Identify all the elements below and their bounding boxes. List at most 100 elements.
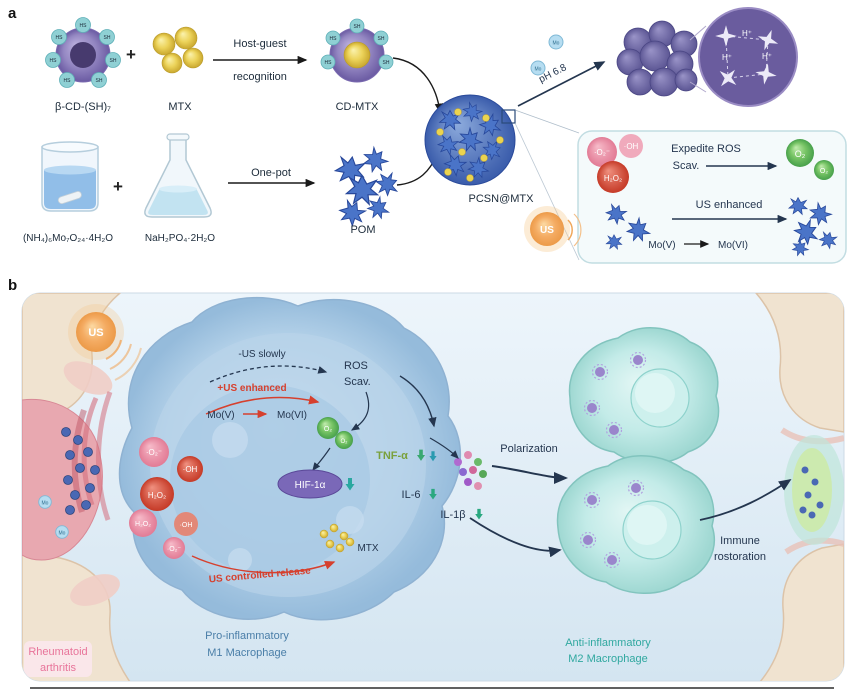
mo-ion-label: Mo — [535, 67, 542, 73]
sh-label: SH — [110, 58, 117, 64]
us-label: US — [88, 327, 103, 339]
polarization-arrows: Polarization — [469, 443, 568, 558]
m1-label-line2: M1 Macrophage — [207, 647, 287, 659]
ros-scav-line2: Scav. — [344, 376, 371, 388]
us-enhanced-label: +US enhanced — [217, 383, 286, 394]
sh-label: SH — [378, 36, 385, 42]
right-joint — [754, 293, 844, 681]
il6-label: IL-6 — [402, 489, 421, 501]
oxygen-label: O₂ — [324, 426, 332, 433]
m2-label-line2: M2 Macrophage — [568, 653, 648, 665]
oxygen-label: O₂ — [820, 168, 828, 175]
beaker: (NH₄)₆Mo₇O₂₄·4H₂O — [23, 141, 113, 244]
step1-line2: recognition — [233, 71, 287, 83]
panel-a: a HS SH SH SH HS HS HS β-CD-(SH)₇ — [8, 5, 847, 264]
zoom-circle: H⁺ H⁺ H⁺ — [689, 7, 798, 107]
hydroxyl-label: ·OH — [180, 522, 193, 529]
mtx-label: MTX — [357, 543, 378, 554]
m1-macrophage: -US slowly +US enhanced Mo(V) Mo(VI) ROS… — [118, 296, 462, 621]
hs-label: HS — [50, 58, 58, 64]
cd-mtx-molecule: SH SH SH HS HS CD-MTX — [320, 18, 394, 113]
panel-a-label: a — [8, 5, 17, 22]
immune-line2: rostoration — [714, 551, 766, 563]
immune-restoration: Immune rostoration — [699, 479, 792, 563]
superoxide-label: ·O₂⁻ — [146, 448, 162, 457]
cytokine-dots — [454, 451, 487, 490]
mo-ion-label: Mo — [59, 531, 66, 537]
m2-label-line1: Anti-inflammatory — [565, 637, 651, 649]
zoom-square — [501, 109, 516, 124]
mo-vi-label: Mo(VI) — [277, 410, 307, 421]
mechanism-inset: ·O₂⁻ ·OH H₂O₂ Expedite ROS Scav. O₂ O₂ U… — [524, 130, 847, 264]
us-source-inset: US — [524, 206, 582, 252]
oxygen-label: O₂ — [795, 149, 806, 159]
sodium-phosphate-label: NaH₂PO₄·2H₂O — [145, 233, 215, 244]
thiol-bubbles: HS SH SH SH HS HS HS — [45, 17, 121, 88]
expedite-line2: Scav. — [673, 160, 700, 172]
mtx-spheres: MTX — [152, 26, 204, 113]
hs-label: HS — [64, 78, 72, 84]
plus-sign: + — [126, 45, 136, 64]
us-enhanced-label: US enhanced — [696, 199, 763, 211]
hs-label: HS — [56, 35, 64, 41]
mo-v-label: Mo(V) — [207, 410, 234, 421]
il1b-label: IL-1β — [440, 509, 465, 521]
cd-mtx-label: CD-MTX — [336, 101, 379, 113]
ra-line1: Rheumatoid — [28, 646, 87, 658]
m2-macrophage-1 — [568, 327, 720, 464]
peroxide-label: H₂O₂ — [135, 521, 151, 528]
sh-label: SH — [383, 60, 390, 66]
step1-line1: Host-guest — [233, 38, 286, 50]
h-bond-label: H⁺ — [762, 52, 772, 61]
m1-ros-bubbles: ·O₂⁻ ·OH H₂O₂ H₂O₂ ·OH ·O₂⁻ — [129, 437, 203, 559]
m1-label-line1: Pro-inflammatory — [205, 630, 289, 642]
pcsn-nanoparticle: PCSN@MTX — [424, 94, 580, 261]
sh-label: SH — [96, 78, 103, 84]
panel-b-label: b — [8, 277, 17, 294]
bottom-rule — [30, 687, 834, 689]
ros-bubbles: ·O₂⁻ ·OH H₂O₂ — [587, 134, 643, 193]
mtx-release-dots — [319, 523, 355, 553]
mo-v-label: Mo(V) — [648, 240, 675, 251]
hydroxyl-label: ·OH — [183, 465, 198, 474]
flask: NaH₂PO₄·2H₂O — [144, 133, 215, 244]
aggregate-cluster — [616, 20, 698, 97]
ph-arrow: pH 6.8 Mo Mo — [517, 34, 606, 107]
pom-crystals: POM — [333, 143, 401, 236]
ra-line2: arthritis — [40, 662, 77, 674]
h-bond-label: H⁺ — [722, 53, 732, 62]
one-pot-arrow: One-pot — [228, 167, 316, 188]
tnf-label: TNF-α — [376, 450, 408, 462]
immune-line1: Immune — [720, 535, 760, 547]
mo-vi-label: Mo(VI) — [718, 240, 748, 251]
pom-label: POM — [350, 224, 375, 236]
oxygen-spheres: O₂ O₂ — [786, 139, 834, 180]
oxygen-label: O₂ — [341, 439, 349, 445]
panel-b: b — [8, 277, 845, 682]
expedite-line1: Expedite ROS — [671, 143, 741, 155]
us-slowly-label: -US slowly — [238, 349, 285, 360]
polarization-label: Polarization — [500, 443, 557, 455]
step2-label: One-pot — [251, 167, 291, 179]
pcsn-mtx-dots — [436, 108, 504, 182]
plus-sign: + — [113, 177, 123, 196]
pcsn-label: PCSN@MTX — [469, 193, 535, 205]
mo-ion-label: Mo — [553, 41, 560, 47]
ammonium-molybdate-label: (NH₄)₆Mo₇O₂₄·4H₂O — [23, 233, 113, 244]
hs-label: HS — [325, 60, 333, 66]
mtx-label: MTX — [168, 101, 192, 113]
hs-label: HS — [80, 23, 88, 29]
nanoparticle-cluster — [61, 427, 100, 515]
bottom-labels: Rheumatoid arthritis Pro-inflammatory M1… — [24, 630, 651, 677]
peroxide-label: H₂O₂ — [148, 491, 166, 500]
beta-cd-label: β-CD-(SH)₇ — [55, 101, 111, 113]
hydroxyl-label: ·OH — [624, 142, 639, 151]
host-guest-arrow: Host-guest recognition — [213, 38, 308, 83]
h-bond-label: H⁺ — [742, 29, 752, 38]
sh-label: SH — [104, 35, 111, 41]
m2-macrophage-2 — [556, 455, 715, 594]
beta-cd-molecule: HS SH SH SH HS HS HS β-CD-(SH)₇ — [45, 17, 121, 113]
superoxide-label: ·O₂⁻ — [594, 148, 610, 157]
